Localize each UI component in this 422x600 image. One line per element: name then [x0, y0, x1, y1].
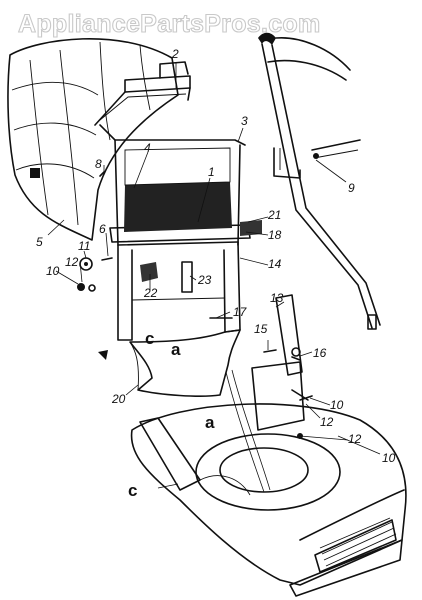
lower-bracket	[251, 294, 309, 431]
deflector-flap	[129, 329, 241, 397]
letter-c-lower: c	[128, 481, 137, 500]
letter-callouts: c a a c	[128, 329, 215, 500]
callout-1: 1	[208, 165, 215, 179]
callout-12-left: 12	[65, 255, 79, 269]
callout-3: 3	[241, 114, 248, 128]
callout-23: 23	[197, 273, 212, 287]
callout-11: 11	[78, 239, 90, 253]
callout-16: 16	[313, 346, 327, 360]
callout-10-left: 10	[46, 264, 60, 278]
callout-10-bracket: 10	[330, 398, 344, 412]
letter-c-upper: c	[145, 329, 154, 348]
callout-2: 2	[171, 47, 179, 61]
callout-10-deck: 10	[382, 451, 396, 465]
callout-12-deck: 12	[348, 432, 362, 446]
bag-frame	[94, 61, 251, 246]
callout-6: 6	[99, 222, 106, 236]
mower-deck	[130, 369, 407, 597]
callout-17: 17	[233, 305, 248, 319]
callouts: 1 2 3 4 5 6 8 9 10 10 10 11 12 12 12 13 …	[36, 47, 396, 465]
letter-a-lower: a	[205, 413, 215, 432]
watermark-text: AppliancePartsPros.com	[18, 10, 321, 38]
callout-13: 13	[270, 291, 284, 305]
letter-a-upper: a	[171, 340, 181, 359]
callout-9: 9	[348, 181, 355, 195]
callout-21: 21	[267, 208, 281, 222]
callout-18: 18	[268, 228, 282, 242]
mower-handle	[258, 32, 381, 330]
callout-15: 15	[254, 322, 268, 336]
grass-bag	[7, 38, 179, 241]
callout-5: 5	[36, 235, 43, 249]
callout-22: 22	[143, 286, 158, 300]
callout-14: 14	[268, 257, 282, 271]
callout-12-bracket: 12	[320, 415, 334, 429]
leader-lines	[47, 62, 381, 489]
callout-4: 4	[144, 141, 151, 155]
callout-8: 8	[95, 157, 102, 171]
callout-20: 20	[111, 392, 126, 406]
